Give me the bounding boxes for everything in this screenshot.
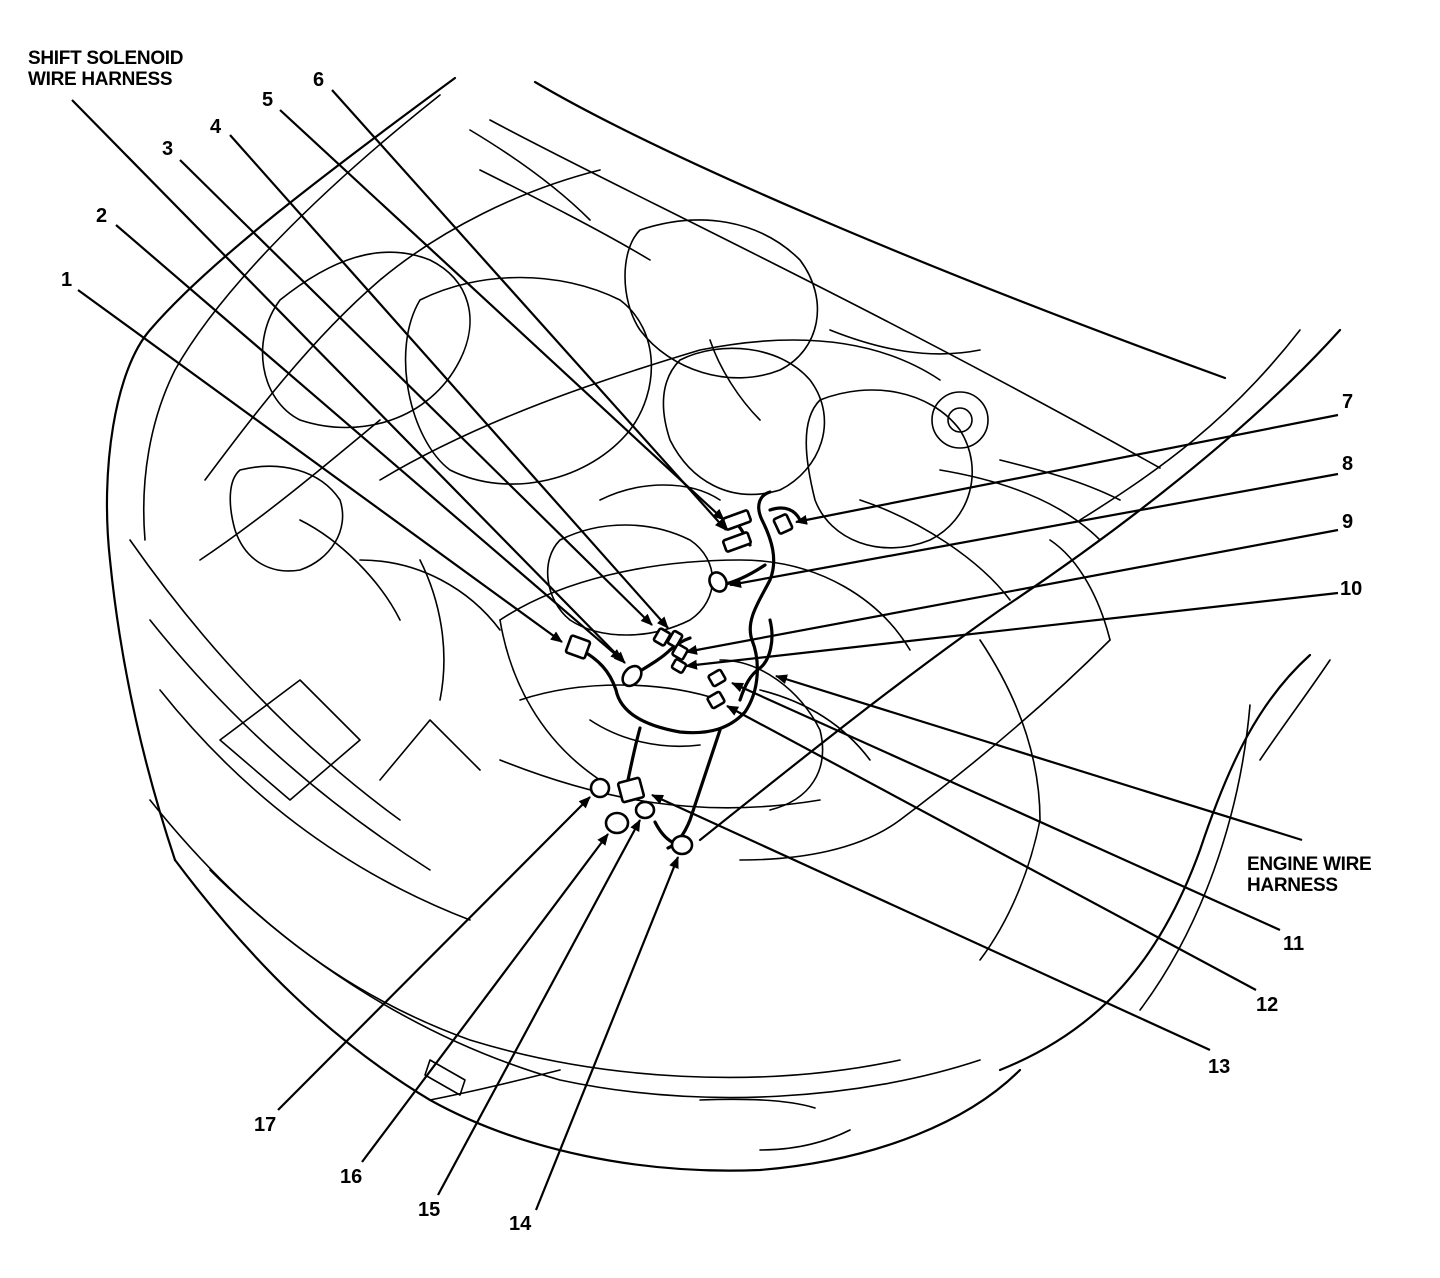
- harness-connectors: [564, 509, 794, 856]
- leader-8: [729, 472, 1339, 588]
- leader-13: [651, 793, 1211, 1052]
- connector-12: [706, 690, 726, 710]
- connector-17: [589, 777, 611, 799]
- callout-4: 4: [210, 116, 222, 138]
- connector-13: [616, 776, 646, 804]
- connector-7: [772, 513, 794, 535]
- leader-9: [685, 528, 1339, 655]
- shift-solenoid-label-line1: SHIFT SOLENOID: [28, 48, 183, 69]
- leader-17: [277, 796, 591, 1111]
- shift-solenoid-label-line2: WIRE HARNESS: [28, 69, 172, 90]
- leader-14: [534, 856, 680, 1211]
- leader-3: [179, 159, 653, 626]
- leader-11: [731, 681, 1281, 932]
- callout-1: 1: [61, 269, 72, 291]
- leader-15: [437, 819, 641, 1196]
- callout-15: 15: [418, 1199, 440, 1221]
- callout-3: 3: [162, 138, 173, 160]
- leader-2: [115, 224, 623, 661]
- connector-11: [707, 668, 727, 688]
- callout-12: 12: [1256, 994, 1278, 1016]
- callout-13: 13: [1208, 1056, 1230, 1078]
- callout-17: 17: [254, 1114, 276, 1136]
- connector-14: [670, 834, 694, 856]
- callout-11: 11: [1283, 933, 1304, 955]
- connector-15: [634, 800, 656, 820]
- leader-12: [726, 705, 1257, 991]
- car-body-outline: [105, 76, 1342, 1172]
- leader-4: [229, 134, 669, 629]
- leader-shift-solenoid: [71, 99, 626, 664]
- engine-wire-label-line1: ENGINE WIRE: [1247, 854, 1371, 875]
- leader-10: [685, 591, 1339, 670]
- callout-7: 7: [1342, 391, 1353, 413]
- engine-wire-label-line2: HARNESS: [1247, 875, 1338, 896]
- callout-14: 14: [509, 1213, 532, 1235]
- connector-6-upper: [721, 509, 753, 531]
- leader-1: [77, 289, 563, 643]
- callout-6: 6: [313, 69, 324, 91]
- connector-9: [671, 643, 689, 661]
- callout-16: 16: [340, 1166, 362, 1188]
- leader-16: [361, 833, 609, 1163]
- leader-engine-wire: [775, 674, 1303, 842]
- callout-10: 10: [1340, 578, 1362, 600]
- callout-2: 2: [96, 205, 107, 227]
- leader-7: [795, 413, 1339, 525]
- connector-6-lower: [721, 531, 753, 553]
- callout-9: 9: [1342, 511, 1353, 533]
- leader-lines: [71, 89, 1339, 1211]
- harness-labels: SHIFT SOLENOID WIRE HARNESS ENGINE WIRE …: [28, 48, 1372, 896]
- callout-numbers: 1 2 3 4 5 6 7 8 9 10 11 12 13 14 15 16 1…: [61, 69, 1362, 1235]
- connector-1: [564, 634, 592, 660]
- leader-6: [331, 89, 727, 531]
- connector-4: [666, 629, 684, 649]
- connector-16: [604, 811, 630, 835]
- leader-5: [279, 109, 725, 521]
- connector-2: [621, 664, 643, 688]
- callout-8: 8: [1342, 453, 1353, 475]
- connector-10: [670, 658, 688, 674]
- connector-8: [708, 571, 728, 593]
- callout-5: 5: [262, 89, 273, 111]
